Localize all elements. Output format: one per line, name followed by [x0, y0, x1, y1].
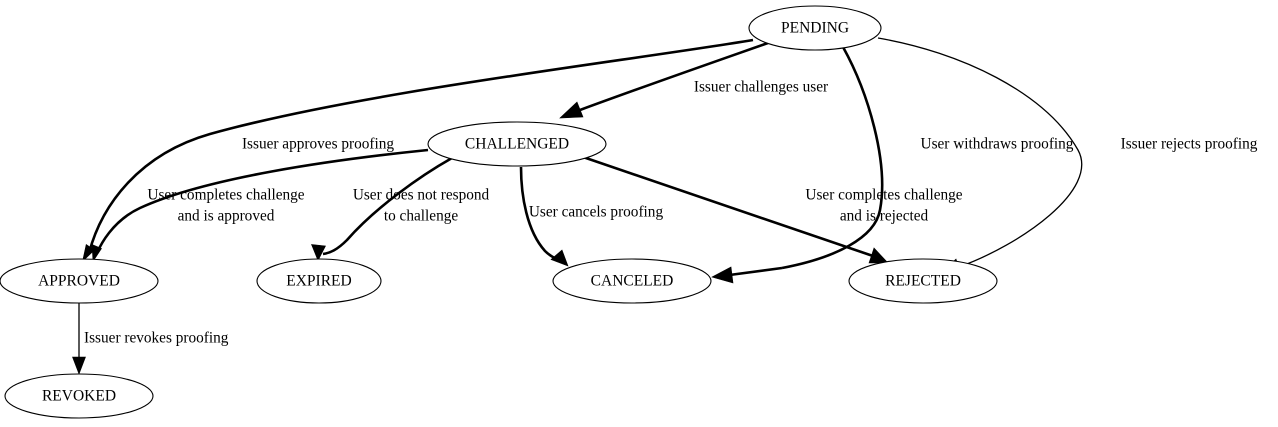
node-pending[interactable]: PENDING	[748, 5, 882, 51]
node-approved[interactable]: APPROVED	[0, 258, 159, 304]
edge-label-issuer-revokes-proofing: Issuer revokes proofing	[84, 330, 229, 347]
arrowhead-approved-revoked	[72, 356, 86, 375]
node-ellipse-canceled	[552, 258, 712, 304]
edge-approved-to-revoked[interactable]: Issuer revokes proofing	[72, 303, 229, 375]
arrowhead-challenged-approved	[91, 244, 102, 263]
edge-path-pending-approved	[87, 38, 754, 254]
edge-label-user-withdraws-proofing: User withdraws proofing	[921, 136, 1074, 153]
node-ellipse-revoked	[4, 373, 154, 419]
node-label-canceled: CANCELED	[591, 273, 674, 290]
edge-label-user-does-not-respond-line2: to challenge	[384, 208, 459, 225]
edge-label-user-cancels-proofing: User cancels proofing	[529, 204, 664, 221]
node-label-expired: EXPIRED	[286, 273, 351, 290]
edge-path-challenged-approved	[95, 148, 429, 254]
node-expired[interactable]: EXPIRED	[256, 258, 382, 304]
node-rejected[interactable]: REJECTED	[848, 258, 998, 304]
edge-label-user-completes-challenge-rejected-line1: User completes challenge	[805, 187, 962, 204]
edge-challenged-to-rejected[interactable]: User completes challenge and is rejected	[582, 155, 963, 264]
node-ellipse-challenged	[427, 121, 607, 167]
node-ellipse-expired	[256, 258, 382, 304]
edge-pending-to-challenged[interactable]: Issuer challenges user	[559, 41, 828, 119]
node-label-rejected: REJECTED	[885, 273, 961, 290]
edge-label-user-does-not-respond-line1: User does not respond	[353, 187, 490, 204]
edge-path-challenged-rejected	[582, 155, 874, 258]
edge-path-pending-canceled-tail	[721, 266, 783, 278]
node-ellipse-approved	[0, 258, 159, 304]
node-label-pending: PENDING	[781, 20, 849, 37]
edge-pending-to-rejected[interactable]: Issuer rejects proofing	[877, 37, 1258, 275]
edge-label-user-completes-challenge-approved-line1: User completes challenge	[147, 187, 304, 204]
arrowhead-challenged-canceled	[550, 249, 569, 267]
edge-pending-to-approved[interactable]: Issuer approves proofing	[81, 38, 754, 263]
edge-label-user-completes-challenge-approved-line2: and is approved	[178, 208, 275, 225]
node-label-revoked: REVOKED	[42, 388, 116, 405]
node-challenged[interactable]: CHALLENGED	[427, 121, 607, 167]
edge-path-pending-challenged	[579, 41, 769, 112]
edge-label-issuer-challenges-user: Issuer challenges user	[694, 79, 828, 96]
edge-challenged-to-approved[interactable]: User completes challenge and is approved	[91, 148, 429, 263]
node-label-approved: APPROVED	[38, 273, 120, 290]
edge-path-challenged-expired	[322, 156, 453, 256]
edge-label-issuer-approves-proofing: Issuer approves proofing	[242, 136, 394, 153]
edge-label-user-completes-challenge-rejected-line2: and is rejected	[840, 208, 929, 225]
edge-challenged-to-expired[interactable]: User does not respond to challenge	[311, 156, 490, 262]
node-label-challenged: CHALLENGED	[465, 136, 569, 153]
arrowhead-challenged-expired	[311, 244, 326, 262]
edge-label-issuer-rejects-proofing: Issuer rejects proofing	[1121, 136, 1258, 153]
edge-challenged-to-canceled[interactable]: User cancels proofing	[519, 166, 664, 267]
arrowhead-pending-approved	[81, 244, 95, 263]
node-ellipse-rejected	[848, 258, 998, 304]
edge-path-pending-rejected	[877, 37, 1083, 268]
arrowhead-pending-challenged	[559, 101, 584, 119]
edge-pending-to-canceled[interactable]: User withdraws proofing	[711, 46, 1074, 284]
edge-path-pending-canceled	[781, 46, 884, 270]
node-revoked[interactable]: REVOKED	[4, 373, 154, 419]
arrowhead-challenged-rejected	[868, 247, 889, 264]
node-canceled[interactable]: CANCELED	[552, 258, 712, 304]
node-ellipse-pending	[748, 5, 882, 51]
